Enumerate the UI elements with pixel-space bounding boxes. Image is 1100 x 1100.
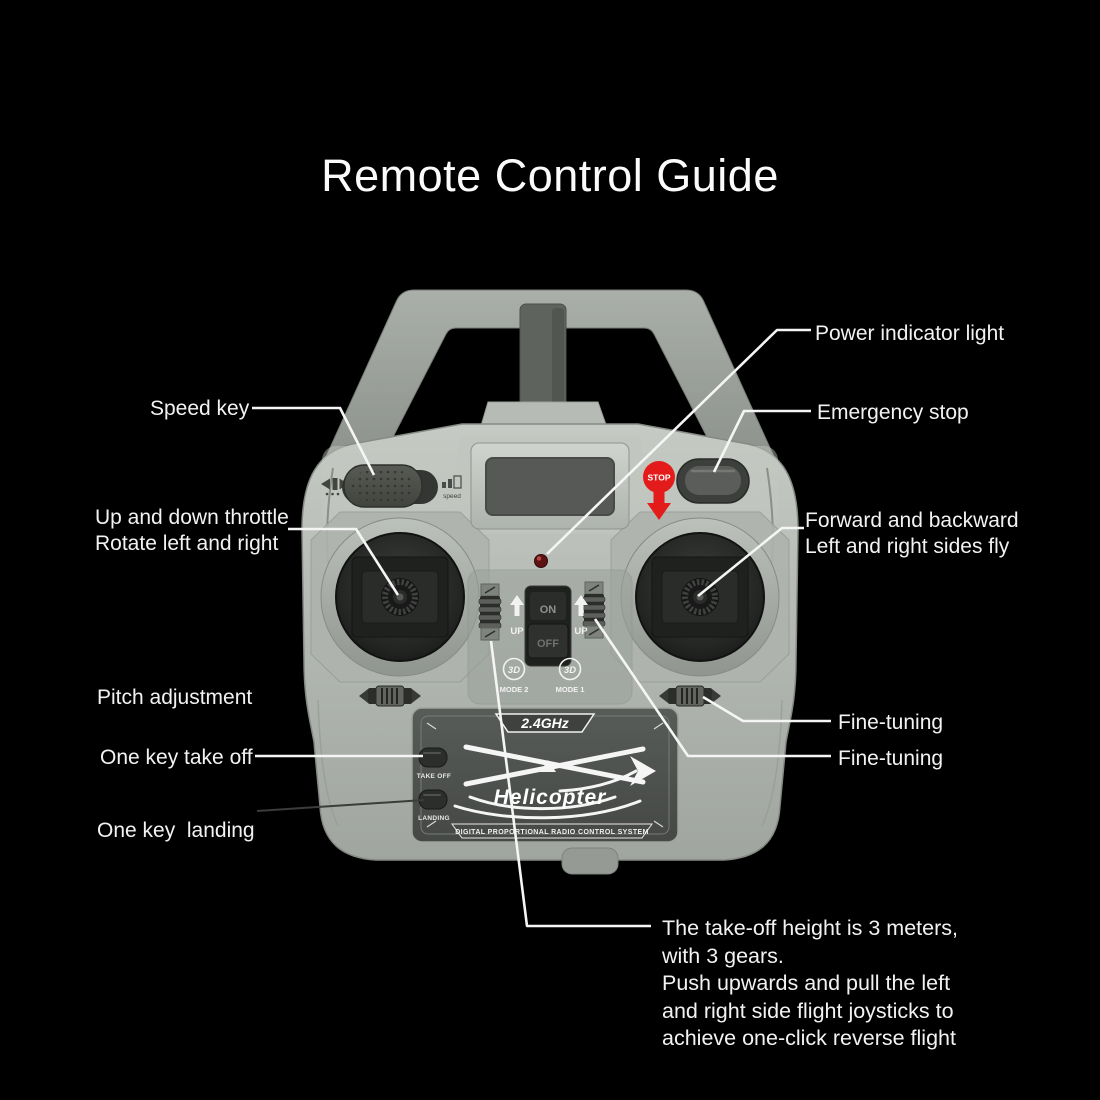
fine-tuning-label-1: Fine-tuning bbox=[838, 711, 944, 734]
mode1-3d-icon: 3D bbox=[564, 665, 576, 676]
callout-lines bbox=[252, 328, 831, 928]
mode2-logo: 3D MODE 2 bbox=[500, 657, 529, 694]
bottom-foot bbox=[561, 847, 619, 875]
page-title: Remote Control Guide bbox=[321, 150, 779, 201]
speed-hint-label: speed bbox=[443, 493, 461, 500]
brand-label: Helicopter bbox=[494, 786, 608, 809]
forward-label-line2: Left and right sides fly bbox=[805, 535, 1010, 558]
pitch-adjustment-label: Pitch adjustment bbox=[97, 686, 253, 709]
left-vertical-trim-slider bbox=[478, 583, 502, 641]
forward-callout-line bbox=[697, 526, 804, 598]
one-key-take-off-label: One key take off bbox=[100, 746, 253, 769]
stop-badge: STOP bbox=[643, 461, 675, 520]
power-indicator-label: Power indicator light bbox=[815, 322, 1005, 345]
fine-tuning1-callout-line bbox=[702, 695, 831, 723]
emergency-stop-callout-line bbox=[712, 409, 811, 473]
antenna-post-shade bbox=[552, 308, 564, 404]
stop-down-arrow-icon bbox=[647, 491, 671, 520]
note-line-2: with 3 gears. bbox=[662, 943, 784, 968]
fine-tuning-label-2: Fine-tuning bbox=[838, 747, 944, 770]
lcd-screen bbox=[470, 442, 630, 530]
system-text-label: DIGITAL PROPORTIONAL RADIO CONTROL SYSTE… bbox=[455, 829, 649, 836]
emergency-stop-button bbox=[676, 458, 750, 504]
forward-label-line1: Forward and backward bbox=[805, 509, 1019, 532]
take-off-button-label: TAKE OFF bbox=[417, 773, 451, 780]
note-line-1: The take-off height is 3 meters, bbox=[662, 916, 958, 940]
power-indicator-callout-line bbox=[546, 328, 811, 555]
note-callout-line bbox=[489, 640, 651, 928]
right-fine-tuning-trim-slider bbox=[659, 685, 721, 707]
note-line-3: Push upwards and pull the left bbox=[662, 971, 951, 995]
left-joystick bbox=[320, 517, 480, 677]
power-indicator-led bbox=[534, 554, 548, 568]
band-banner bbox=[494, 713, 596, 733]
right-vertical-trim-slider bbox=[582, 581, 606, 639]
take-off-button bbox=[418, 747, 448, 768]
fine-tuning2-callout-line bbox=[593, 618, 831, 758]
speed-key-icon-right: speed bbox=[442, 475, 462, 500]
power-switch-off-label: OFF bbox=[537, 638, 559, 650]
system-banner bbox=[451, 823, 653, 839]
mode2-label: MODE 2 bbox=[500, 685, 529, 694]
body-contour-lower-right bbox=[761, 699, 783, 827]
throttle-label-line2: Rotate left and right bbox=[95, 532, 279, 555]
bottom-panel: 2.4GHz TAKE OFF LANDING Helicopter DIGIT… bbox=[411, 707, 679, 843]
speed-key-callout-line bbox=[252, 406, 376, 476]
take-off-note: The take-off height is 3 meters, with 3 … bbox=[662, 915, 958, 1053]
up-arrow-left-icon: UP bbox=[510, 595, 524, 637]
body-contour-lower-left bbox=[317, 699, 339, 827]
mode1-label: MODE 1 bbox=[556, 685, 585, 694]
helicopter-logo bbox=[453, 744, 656, 820]
emergency-stop-label: Emergency stop bbox=[817, 401, 969, 424]
up-arrow-right-icon: UP bbox=[574, 595, 588, 637]
mode2-3d-icon: 3D bbox=[508, 665, 520, 676]
right-joystick bbox=[620, 517, 780, 677]
stop-badge-label: STOP bbox=[648, 473, 671, 483]
up-label-right: UP bbox=[574, 626, 588, 637]
panel-corner-marks bbox=[426, 722, 664, 828]
landing-button-label: LANDING bbox=[418, 815, 450, 822]
mode1-logo: 3D MODE 1 bbox=[556, 657, 585, 694]
landing-callout-line bbox=[256, 799, 425, 812]
throttle-label-line1: Up and down throttle bbox=[95, 506, 289, 529]
power-switch-on-label: ON bbox=[540, 604, 557, 616]
one-key-landing-label: One key landing bbox=[97, 819, 255, 842]
speed-key bbox=[342, 464, 438, 508]
band-label: 2.4GHz bbox=[520, 715, 568, 731]
power-switch: ON OFF bbox=[524, 585, 572, 667]
pitch-trim-slider bbox=[359, 685, 421, 707]
throttle-callout-line bbox=[288, 527, 400, 596]
speed-key-label: Speed key bbox=[150, 397, 250, 420]
note-line-5: achieve one-click reverse flight bbox=[662, 1026, 956, 1050]
up-label-left: UP bbox=[510, 626, 524, 637]
note-line-4: and right side flight joysticks to bbox=[662, 998, 954, 1023]
